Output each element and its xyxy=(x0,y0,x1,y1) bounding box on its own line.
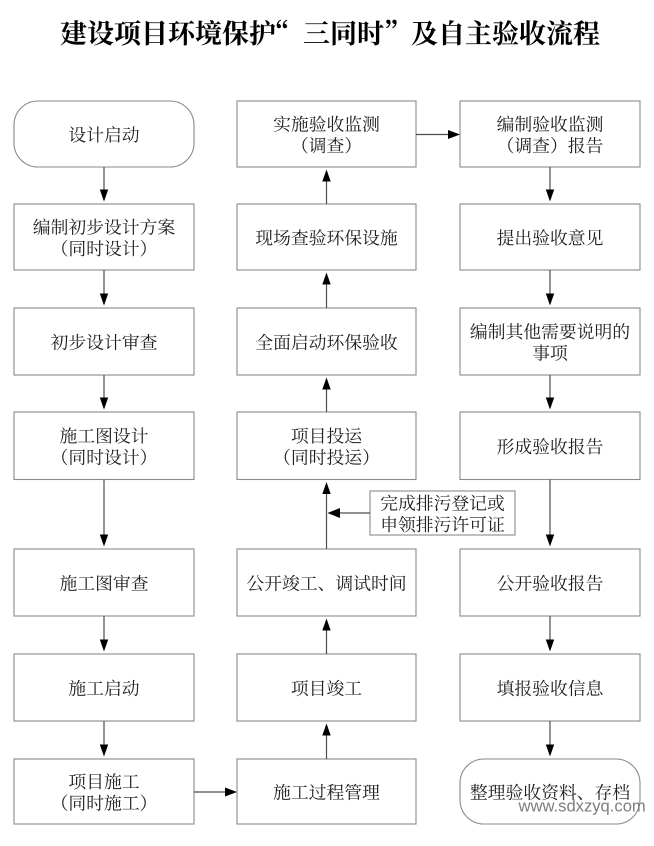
svg-text:www.sdxzyq.com: www.sdxzyq.com xyxy=(518,797,646,816)
